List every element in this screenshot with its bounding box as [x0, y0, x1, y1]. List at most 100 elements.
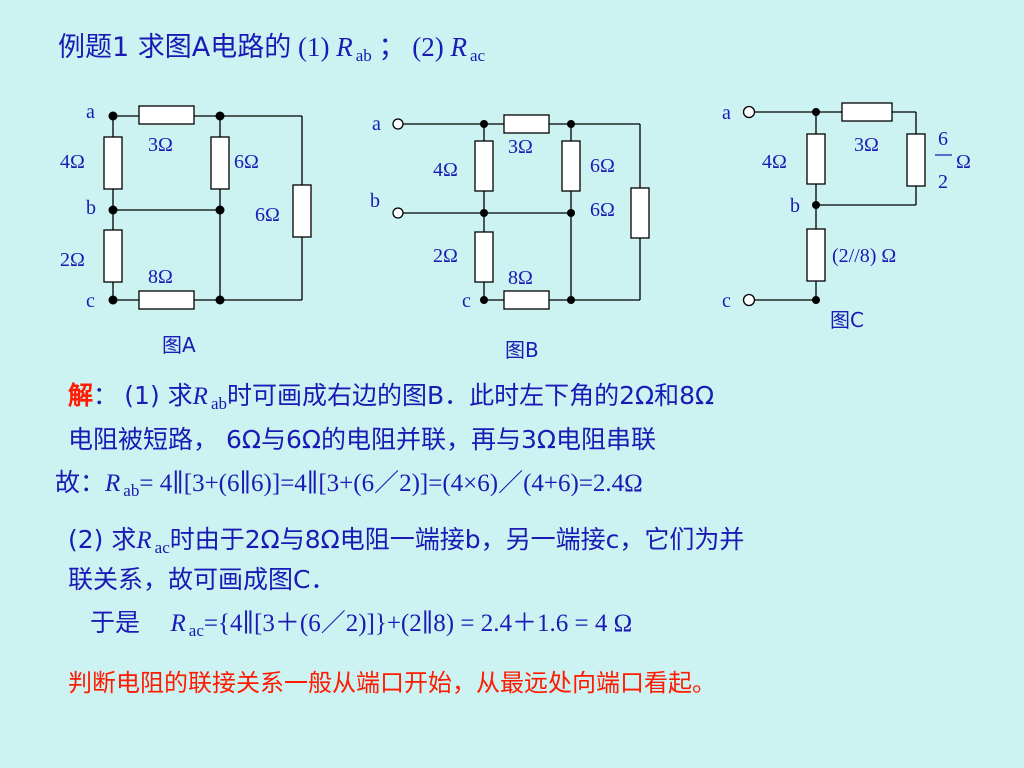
formula-rab: = 4∥[3+(6∥6)]=4∥[3+(6／2)]=(4×6)／(4+6)=2.… [139, 470, 643, 497]
resistor-label: 2Ω [433, 245, 458, 267]
node-dot [108, 111, 118, 121]
solution-text: 时由于2Ω与8Ω电阻一端接b，另一端接c，它们为并 [169, 525, 745, 554]
figure-caption-a: 图A [162, 333, 196, 357]
node-dot [480, 296, 488, 304]
node-dot [108, 205, 118, 215]
resistor-label: 8Ω [508, 267, 533, 289]
resistor-b-6ohm-right [630, 187, 650, 239]
title-part2: (2) [412, 32, 444, 62]
resistor-b-8ohm [503, 290, 550, 310]
node-dot [215, 295, 225, 305]
figure-caption-c: 图C [830, 308, 864, 332]
node-dot [812, 296, 820, 304]
title-sub1: ab [355, 46, 372, 65]
resistor-a-4ohm [103, 136, 123, 190]
resistance-subscript: ac [154, 538, 170, 557]
node-dot [812, 108, 820, 116]
resistance-subscript: ab [123, 481, 140, 500]
terminal-a [742, 105, 756, 119]
resistor-label: (2//8) Ω [832, 245, 896, 267]
figure-caption-b: 图B [505, 338, 539, 362]
resistor-b-6ohm-mid [561, 140, 581, 192]
node-label-c: c [722, 290, 731, 312]
resistor-label: 3Ω [508, 136, 533, 158]
terminal-b [392, 207, 404, 219]
solution-colon: ： [93, 381, 119, 410]
solution-text: 于是 [90, 608, 141, 637]
node-dot [480, 120, 488, 128]
resistor-a-8ohm [138, 290, 195, 310]
resistor-label: 6Ω [255, 204, 280, 226]
title-part1: (1) [297, 32, 330, 62]
formula-rac: ={4∥[3＋(6／2)]}+(2∥8) = 2.4＋1.6 = 4 Ω [203, 610, 633, 637]
circuit-figure-b: a b c 3Ω 4Ω 6Ω 6Ω 2Ω 8Ω 图B [370, 113, 650, 362]
resistor-a-3ohm [138, 105, 195, 125]
resistor-a-2ohm [103, 229, 123, 283]
solution-text: 故： [55, 468, 106, 497]
resistor-c-3ohm [841, 102, 893, 122]
title-prefix: 例题1 求图A电路的 [58, 32, 292, 63]
resistor-label: 4Ω [60, 151, 85, 173]
resistance-subscript: ac [188, 621, 204, 640]
resistor-label: 6Ω [590, 155, 615, 177]
resistor-label: 3Ω [854, 134, 879, 156]
resistor-label: 8Ω [148, 266, 173, 288]
circuit-diagrams: a b c 3Ω 4Ω 6Ω 6Ω 2Ω 8Ω 图A a b c 3Ω [60, 101, 971, 362]
node-dot [108, 295, 118, 305]
circuit-figure-c: a b c 4Ω 3Ω (2//8) Ω 6 2 Ω 图C [722, 102, 971, 332]
resistor-a-6ohm-mid [210, 136, 230, 190]
solution-label: 解 [68, 381, 94, 410]
resistor-label: 3Ω [148, 134, 173, 156]
resistor-label: 4Ω [433, 159, 458, 181]
node-dot [215, 205, 225, 215]
fraction-denominator: 2 [938, 171, 948, 193]
resistor-label: 2Ω [60, 249, 85, 271]
node-dot [215, 111, 225, 121]
resistor-b-3ohm [503, 114, 550, 134]
resistance-symbol: R [170, 610, 186, 637]
solution-text: 时可画成右边的图B．此时左下角的2Ω和8Ω [226, 381, 715, 410]
solution-text: (2) 求 [68, 525, 137, 554]
resistor-label: 6Ω [234, 151, 259, 173]
node-label-b: b [370, 190, 380, 212]
resistor-label: 6Ω [590, 199, 615, 221]
resistor-a-6ohm-right [292, 184, 312, 238]
fraction-numerator: 6 [938, 128, 948, 150]
resistance-symbol: R [136, 527, 152, 554]
node-dot [812, 201, 820, 209]
resistor-c-2-8-parallel [806, 228, 826, 282]
resistor-b-2ohm [474, 231, 494, 283]
terminal-c [742, 293, 756, 307]
resistor-b-4ohm [474, 140, 494, 192]
fraction-unit: Ω [956, 151, 971, 173]
node-label-b: b [790, 195, 800, 217]
node-dot [567, 120, 575, 128]
resistance-subscript: ab [210, 394, 227, 413]
circuit-figure-a: a b c 3Ω 4Ω 6Ω 6Ω 2Ω 8Ω 图A [60, 101, 312, 357]
resistor-c-4ohm [806, 133, 826, 185]
resistor-c-3ohm-equivalent [906, 133, 926, 187]
node-dot [480, 209, 488, 217]
node-label-a: a [372, 113, 381, 135]
node-dot [567, 209, 575, 217]
title-r1: R [336, 32, 353, 62]
node-dot [567, 296, 575, 304]
solution-line-2: 电阻被短路， 6Ω与6Ω的电阻并联，再与3Ω电阻串联 [68, 425, 656, 454]
solution-text: (1) 求 [124, 381, 193, 410]
node-label-c: c [86, 290, 95, 312]
resistance-symbol: R [192, 383, 208, 410]
node-label-a: a [86, 101, 95, 123]
title-sub2: ac [470, 46, 486, 65]
solution-line-5: 联关系，故可画成图C． [68, 565, 336, 594]
node-label-a: a [722, 102, 731, 124]
conclusion-note: 判断电阻的联接关系一般从端口开始，从最远处向端口看起。 [68, 669, 716, 697]
node-label-c: c [462, 290, 471, 312]
title-r2: R [450, 32, 468, 62]
resistance-symbol: R [105, 470, 121, 497]
title-sep: ； [378, 32, 406, 62]
